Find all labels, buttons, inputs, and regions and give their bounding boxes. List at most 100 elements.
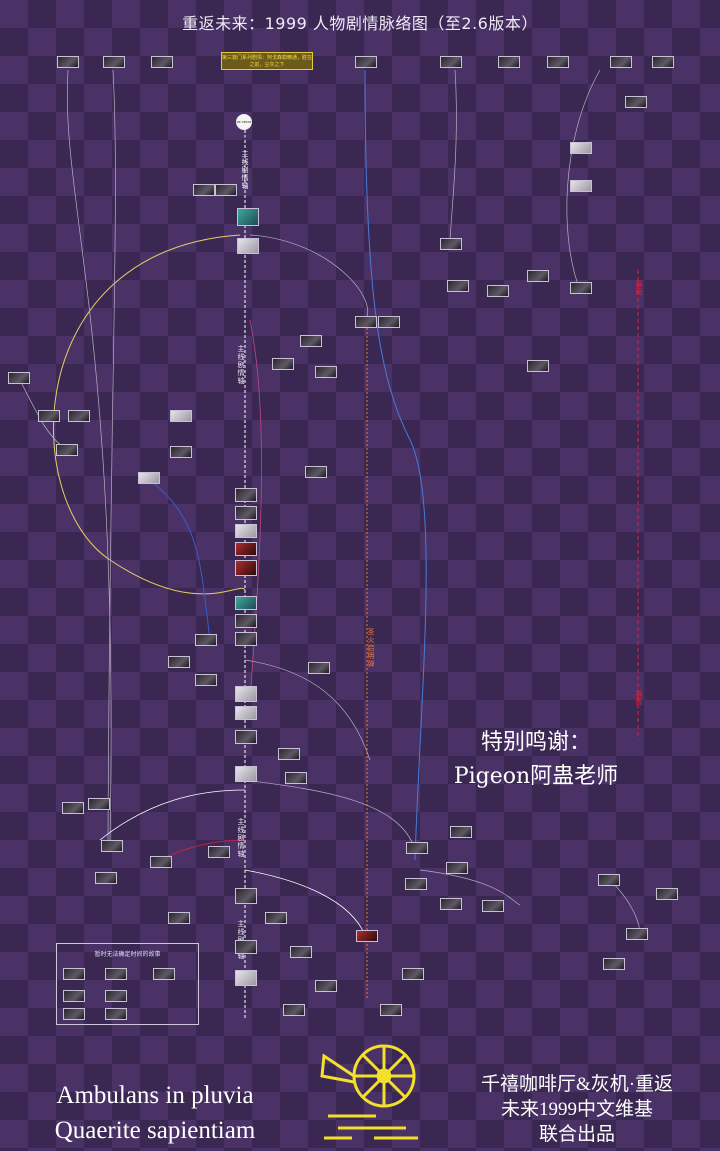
story-node[interactable] — [235, 940, 257, 954]
story-node[interactable] — [285, 772, 307, 784]
story-node[interactable] — [405, 878, 427, 890]
page-title: 重返未来：1999 人物剧情脉络图（至2.6版本） — [182, 14, 538, 33]
mainline-label: 主线剧情轴 — [241, 150, 249, 190]
story-node[interactable] — [62, 802, 84, 814]
blue-link — [364, 69, 427, 861]
story-node[interactable] — [63, 1008, 85, 1020]
story-node[interactable] — [235, 506, 257, 520]
story-node[interactable] — [195, 634, 217, 646]
story-node[interactable] — [440, 238, 462, 250]
story-node[interactable] — [235, 766, 257, 782]
story-node[interactable] — [610, 56, 632, 68]
story-node[interactable] — [235, 730, 257, 744]
story-node[interactable] — [63, 968, 85, 980]
story-node[interactable] — [237, 238, 259, 254]
story-node[interactable] — [105, 1008, 127, 1020]
story-node[interactable] — [487, 285, 509, 297]
story-node[interactable] — [56, 444, 78, 456]
story-node[interactable] — [355, 56, 377, 68]
story-node[interactable] — [547, 56, 569, 68]
story-node[interactable] — [355, 316, 377, 328]
motto-line: Quaerite sapientiam — [54, 1117, 256, 1144]
story-node[interactable] — [235, 488, 257, 502]
story-node[interactable] — [446, 862, 468, 874]
story-node[interactable] — [235, 524, 257, 538]
story-node[interactable] — [170, 410, 192, 422]
story-node[interactable] — [38, 410, 60, 422]
story-node[interactable] — [150, 856, 172, 868]
legend-box: 暂时无法确定时间的故事 — [56, 943, 199, 1025]
credit-text: 千禧咖啡厅&灰机·重返 未来1999中文维基 联合出品 — [452, 1072, 702, 1147]
story-node[interactable] — [138, 472, 160, 484]
story-node[interactable] — [656, 888, 678, 900]
story-node[interactable] — [308, 662, 330, 674]
story-node[interactable] — [315, 980, 337, 992]
story-node[interactable] — [95, 872, 117, 884]
story-node[interactable] — [151, 56, 173, 68]
story-node[interactable] — [168, 656, 190, 668]
story-node[interactable] — [235, 686, 257, 702]
story-node[interactable] — [170, 446, 192, 458]
grey-link-7 — [244, 869, 366, 936]
story-node[interactable] — [215, 184, 237, 196]
story-node[interactable] — [235, 970, 257, 986]
story-node[interactable] — [63, 990, 85, 1002]
story-node[interactable] — [57, 56, 79, 68]
story-node[interactable] — [101, 840, 123, 852]
story-node[interactable] — [8, 372, 30, 384]
story-node[interactable] — [235, 632, 257, 646]
story-node[interactable] — [305, 466, 327, 478]
story-node[interactable] — [440, 898, 462, 910]
story-node[interactable] — [265, 912, 287, 924]
story-node[interactable] — [283, 1004, 305, 1016]
story-node[interactable] — [235, 560, 257, 576]
story-node[interactable] — [498, 56, 520, 68]
story-node[interactable] — [193, 184, 215, 196]
story-node[interactable] — [625, 96, 647, 108]
story-node[interactable] — [570, 180, 592, 192]
story-node[interactable] — [290, 946, 312, 958]
story-node[interactable] — [378, 316, 400, 328]
story-node[interactable] — [603, 958, 625, 970]
thanks-line: 特别鸣谢： — [480, 730, 591, 755]
story-node[interactable] — [447, 280, 469, 292]
story-node[interactable] — [527, 360, 549, 372]
story-node[interactable] — [88, 798, 110, 810]
story-node[interactable] — [652, 56, 674, 68]
story-node[interactable] — [300, 335, 322, 347]
story-node[interactable] — [380, 1004, 402, 1016]
story-node[interactable] — [105, 968, 127, 980]
story-node[interactable] — [235, 614, 257, 628]
story-node[interactable] — [235, 542, 257, 556]
story-node[interactable] — [598, 874, 620, 886]
story-node[interactable] — [103, 56, 125, 68]
story-node[interactable] — [272, 358, 294, 370]
story-node[interactable] — [482, 900, 504, 912]
story-node[interactable] — [168, 912, 190, 924]
story-node[interactable] — [68, 410, 90, 422]
story-node[interactable] — [570, 142, 592, 154]
story-node[interactable] — [195, 674, 217, 686]
story-node[interactable] — [440, 56, 462, 68]
story-node[interactable] — [315, 366, 337, 378]
story-node[interactable] — [235, 888, 257, 904]
story-node[interactable] — [235, 706, 257, 720]
story-node[interactable] — [153, 968, 175, 980]
story-node[interactable] — [235, 596, 257, 610]
blue-link-2 — [149, 479, 211, 641]
story-node[interactable] — [237, 208, 259, 226]
story-node[interactable] — [356, 930, 378, 942]
story-node[interactable] — [105, 990, 127, 1002]
story-node[interactable] — [208, 846, 230, 858]
story-node[interactable] — [278, 748, 300, 760]
credit-line: 未来1999中文维基 — [500, 1099, 653, 1120]
legend-title: 暂时无法确定时间的故事 — [94, 951, 161, 958]
story-node[interactable] — [450, 826, 472, 838]
story-node[interactable] — [406, 842, 428, 854]
story-node[interactable] — [570, 282, 592, 294]
story-node[interactable] — [527, 270, 549, 282]
story-node[interactable] — [402, 968, 424, 980]
start-node[interactable]: RE:VERSE 1999 — [236, 114, 252, 140]
story-node[interactable] — [626, 928, 648, 940]
